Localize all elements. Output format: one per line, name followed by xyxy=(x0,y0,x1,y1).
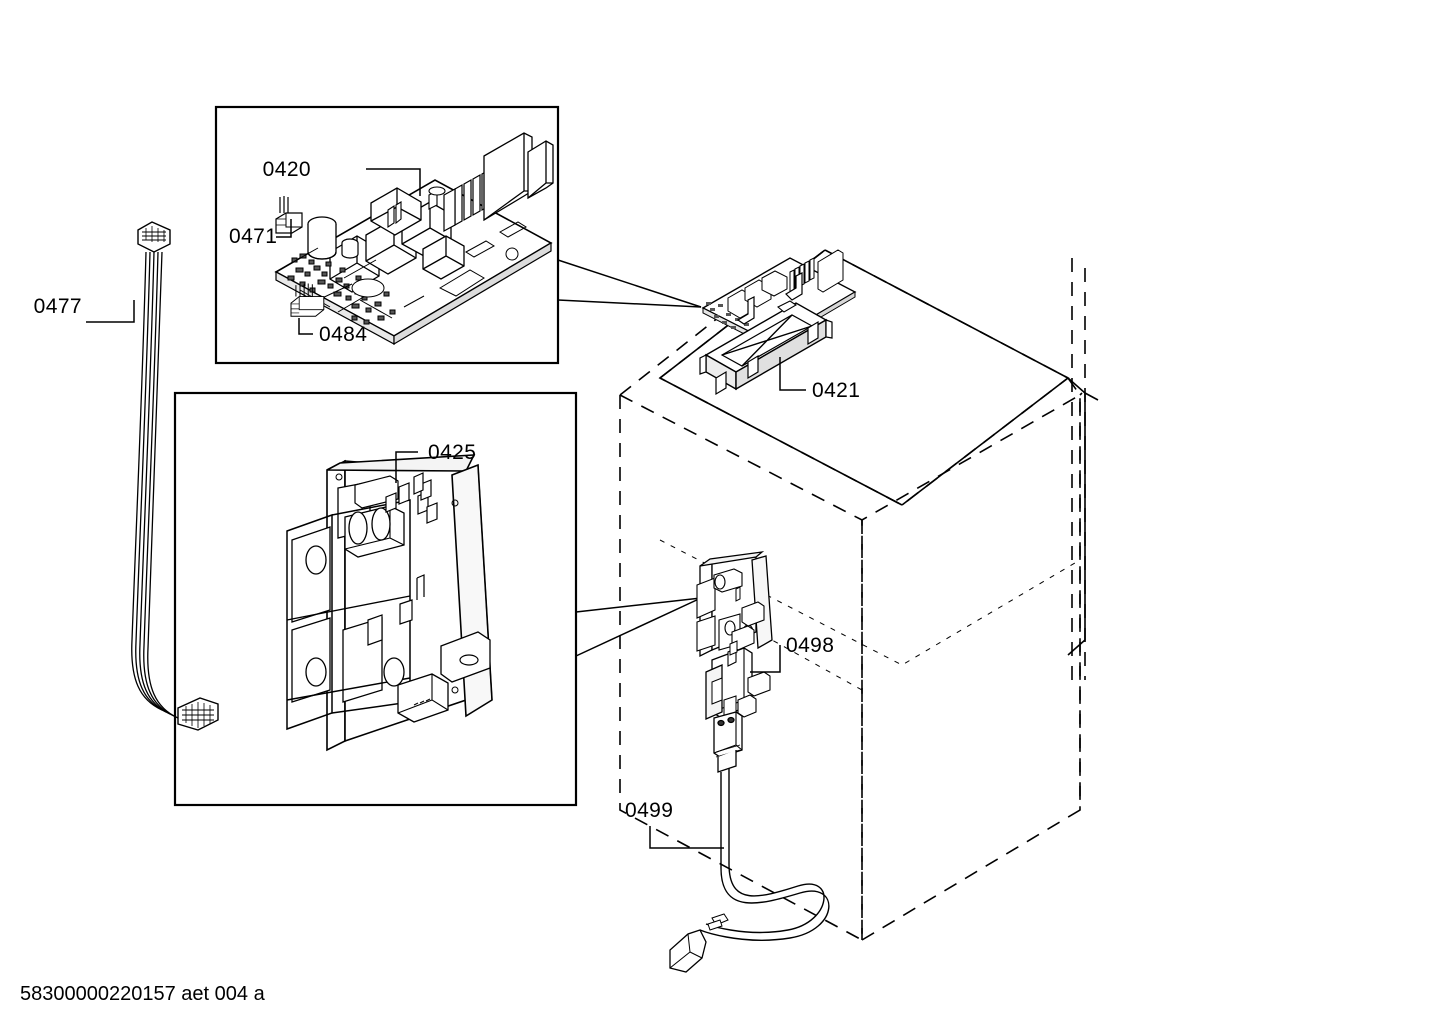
leader-0420 xyxy=(366,168,421,196)
leader-0498 xyxy=(750,645,781,673)
cable-0477: 0477 xyxy=(34,221,219,731)
part-label-0421: 0421 xyxy=(812,379,860,402)
part-label-0477: 0477 xyxy=(34,295,82,318)
leader-lines-top-box xyxy=(276,168,421,335)
leader-0477 xyxy=(86,300,135,323)
heatsink-fins xyxy=(443,158,508,233)
document-footer-id: 58300000220157 aet 004 a xyxy=(20,983,266,1005)
detail-box-top: 0420 0471 0484 xyxy=(214,105,702,365)
part-label-0425: 0425 xyxy=(428,441,476,464)
part-label-0499: 0499 xyxy=(625,799,673,822)
mounting-bracket-0498 xyxy=(705,640,771,720)
part-label-0471: 0471 xyxy=(229,225,277,248)
part-label-0484: 0484 xyxy=(319,323,367,346)
carrier-frame-0421 xyxy=(699,272,833,396)
oven-cabinet-thin-refs xyxy=(659,539,1081,691)
pcb-0420 xyxy=(274,132,554,346)
detail-leader-bottom xyxy=(575,597,702,657)
capacitor xyxy=(307,216,337,260)
leader-0471 xyxy=(276,219,292,238)
leader-0421 xyxy=(779,357,806,391)
power-cord-0499 xyxy=(669,711,830,973)
leader-0499 xyxy=(649,826,724,849)
detail-box-bottom: 0425 xyxy=(173,391,702,807)
connector-0471 xyxy=(275,195,303,234)
part-label-0498: 0498 xyxy=(786,634,834,657)
detail-leader-top xyxy=(557,259,702,308)
bracket-0425 xyxy=(286,454,493,752)
bracket-0425-installed xyxy=(696,551,773,658)
part-label-0420: 0420 xyxy=(263,158,311,181)
leader-0425 xyxy=(395,451,418,483)
leader-0484 xyxy=(298,318,313,335)
oven-cabinet-outline xyxy=(619,249,1086,942)
